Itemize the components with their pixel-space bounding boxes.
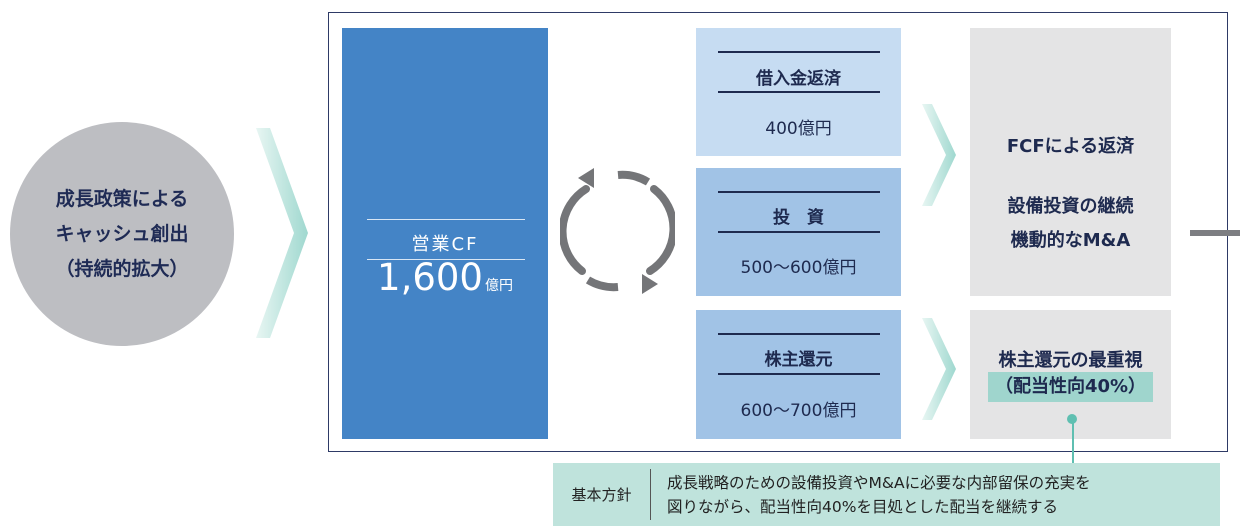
use-amount: 400億円: [765, 119, 832, 139]
use-title: 投 資: [773, 208, 824, 228]
outcome-lower: 株主還元の最重視 （配当性向40%）: [970, 310, 1171, 439]
divider: [718, 333, 880, 335]
circle-line-3: （持続的拡大）: [55, 257, 189, 280]
connector-line: [1190, 230, 1240, 236]
use-amount: 500～600億円: [740, 258, 857, 278]
circle-line-2: キャッシュ創出: [55, 222, 189, 245]
chevron-right-icon: [922, 104, 956, 206]
chevron-right-icon: [256, 128, 308, 338]
divider: [367, 219, 525, 220]
use-amount: 600～700億円: [740, 401, 857, 421]
circular-arrows-icon: [560, 168, 675, 294]
outcome-line: 設備投資の継続: [1007, 196, 1134, 217]
amount-value: 1,600: [377, 256, 483, 299]
basic-policy-box: 基本方針 成長戦略のための設備投資やM&Aに必要な内部留保の充実を 図りながら、…: [553, 463, 1220, 526]
policy-line-1: 成長戦略のための設備投資やM&Aに必要な内部留保の充実を: [667, 474, 1091, 492]
outcome-line: FCFによる返済: [1006, 136, 1135, 157]
cash-generation-circle: 成長政策による キャッシュ創出 （持続的拡大）: [10, 122, 234, 346]
divider: [367, 259, 525, 260]
outcome-upper: FCFによる返済 設備投資の継続 機動的なM&A: [970, 28, 1171, 296]
callout-dot: [1067, 414, 1077, 424]
use-investment: 投 資 500～600億円: [696, 168, 901, 296]
outcome-line: 機動的なM&A: [1010, 230, 1131, 251]
callout-line: [1072, 418, 1074, 464]
outcome-line: 株主還元の最重視: [998, 350, 1143, 371]
amount-unit: 億円: [484, 278, 513, 294]
policy-text: 成長戦略のための設備投資やM&Aに必要な内部留保の充実を 図りながら、配当性向4…: [651, 463, 1220, 526]
use-shareholder-returns: 株主還元 600～700億円: [696, 310, 901, 439]
policy-line-2: 図りながら、配当性向40%を目処とした配当を継続する: [667, 498, 1058, 516]
use-title: 株主還元: [764, 350, 833, 370]
use-title: 借入金返済: [756, 69, 841, 89]
divider: [718, 51, 880, 53]
divider: [718, 373, 880, 375]
divider: [718, 191, 880, 193]
payout-ratio-highlight: （配当性向40%）: [988, 372, 1153, 402]
chevron-right-icon: [922, 318, 956, 420]
divider: [718, 91, 880, 93]
operating-cf-label: 営業CF: [411, 234, 479, 255]
divider: [650, 469, 651, 520]
policy-label: 基本方針: [571, 486, 632, 504]
use-debt-repayment: 借入金返済 400億円: [696, 28, 901, 156]
divider: [718, 231, 880, 233]
circle-line-1: 成長政策による: [55, 187, 189, 210]
